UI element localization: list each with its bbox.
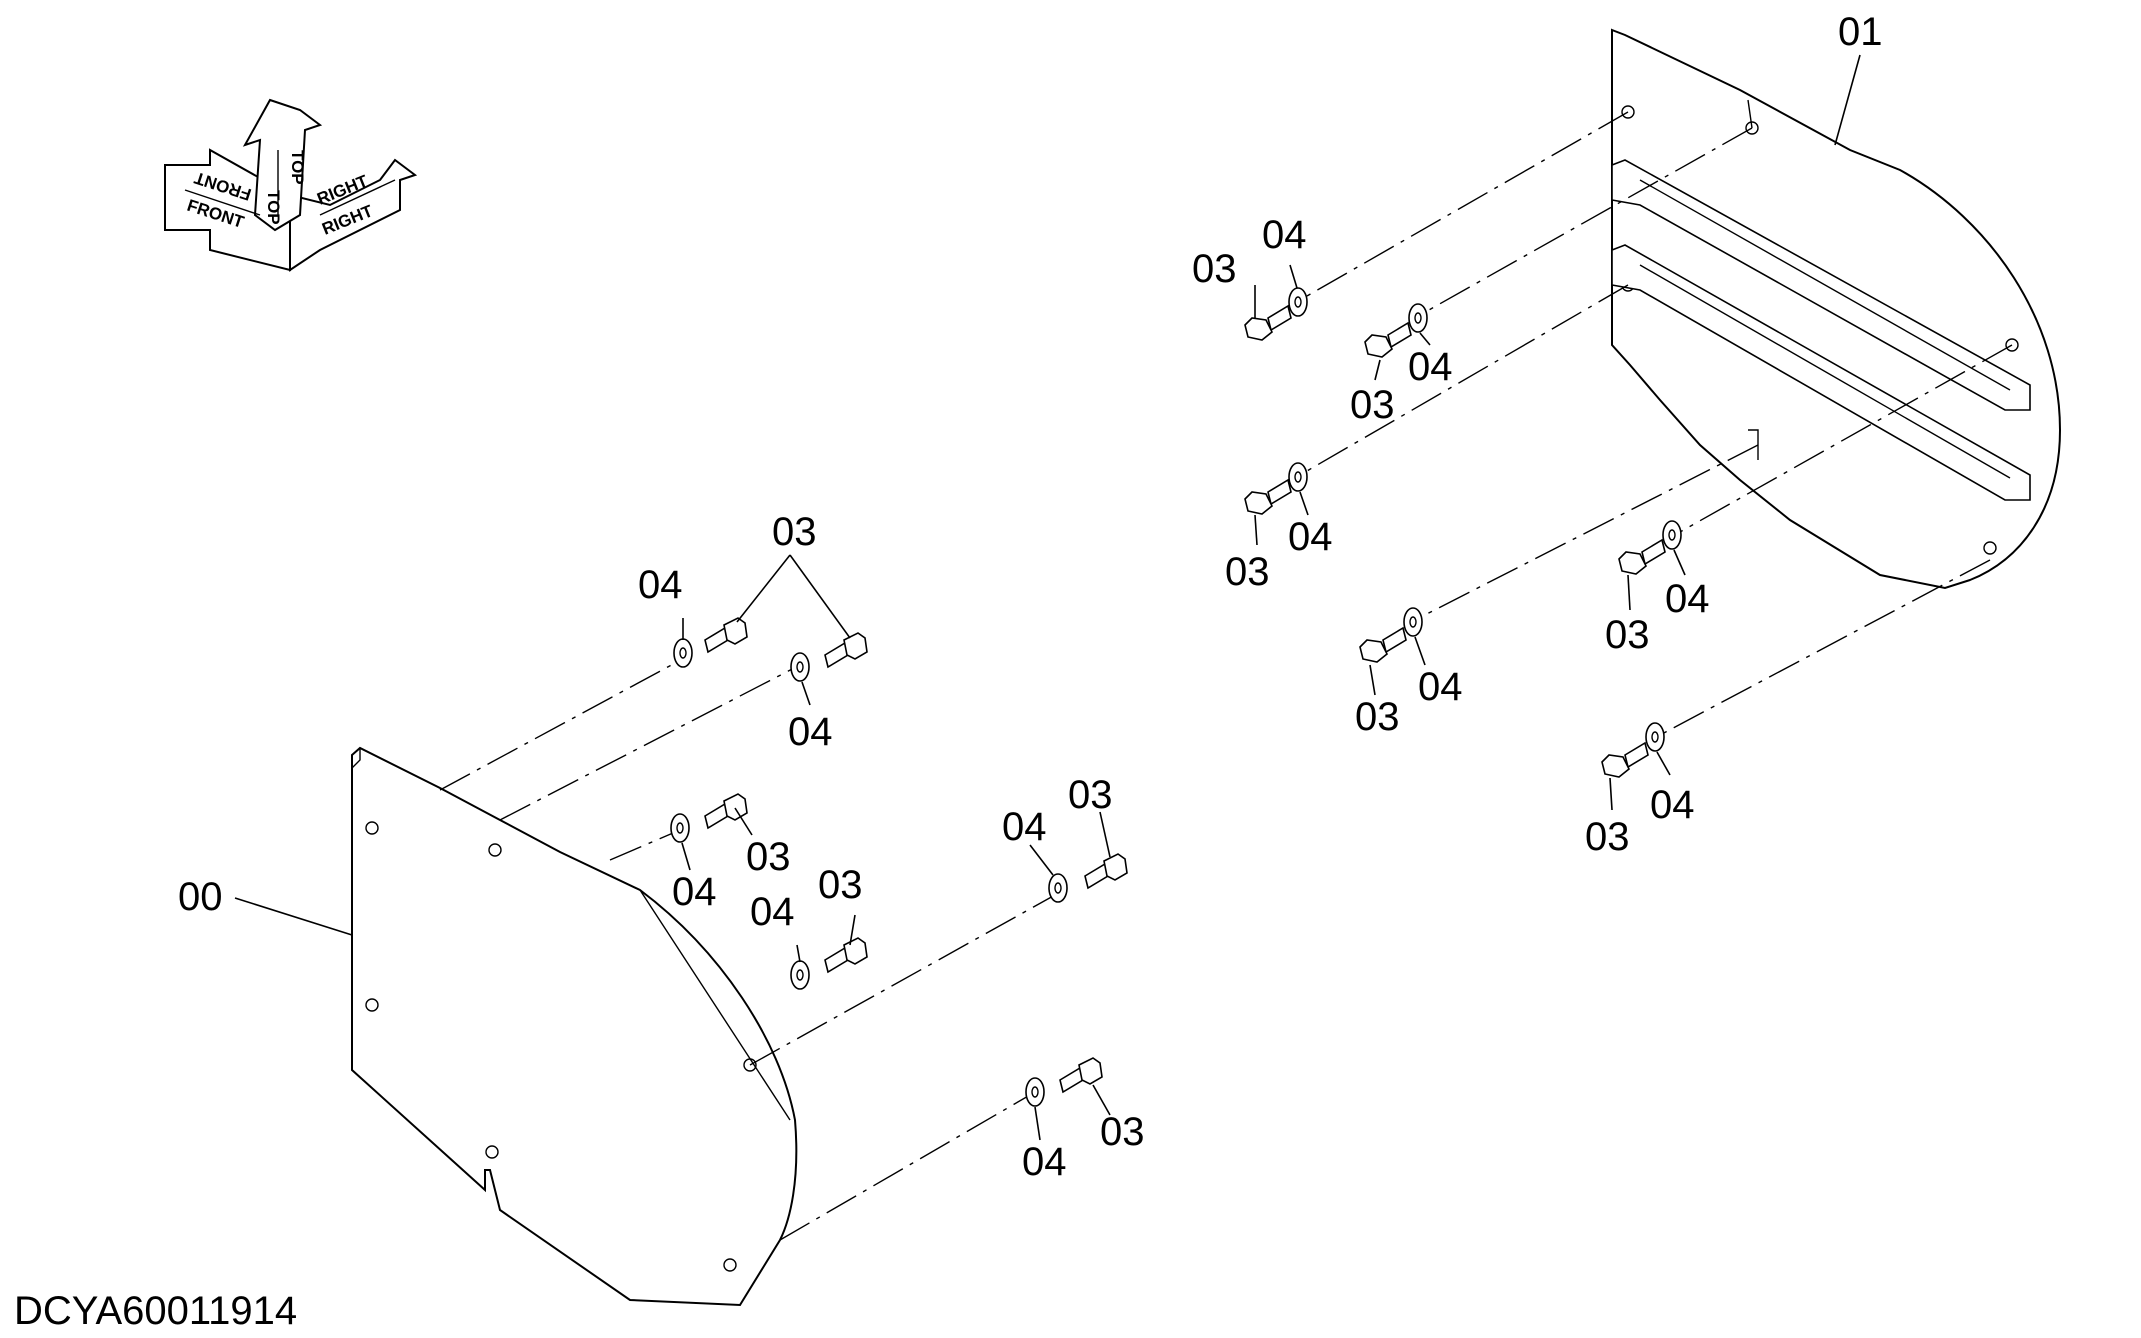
callout-03: 03: [1585, 815, 1630, 859]
callout-03: 03: [1100, 1110, 1145, 1154]
washer-icon: [1645, 722, 1665, 752]
callout-04: 04: [1408, 345, 1453, 389]
washer-icon: [790, 960, 810, 990]
callout-04: 04: [788, 710, 833, 754]
bolt-icon: [824, 937, 868, 974]
center-lines: [439, 111, 2013, 1241]
callout-04: 04: [1650, 783, 1695, 827]
washer-icon: [673, 638, 693, 668]
orientation-symbol: FRONT FRONT TOP TOP RIGHT RIGHT: [164, 98, 418, 272]
washer-icon: [1288, 287, 1308, 317]
plate-part-01: [1611, 28, 2062, 590]
bolt-icon: [1364, 321, 1412, 358]
washer-icon: [1048, 873, 1068, 903]
callout-04: 04: [1002, 805, 1047, 849]
washer-icon: [1288, 462, 1308, 492]
bolt-icon: [1244, 304, 1292, 341]
washer-icon: [1662, 520, 1682, 550]
bolt-icon: [1359, 626, 1407, 663]
callout-00: 00: [178, 875, 223, 919]
callout-04: 04: [750, 890, 795, 934]
washer-icon: [670, 813, 690, 843]
plate-part-00: [351, 746, 798, 1307]
callout-03: 03: [772, 510, 817, 554]
callout-03: 03: [746, 835, 791, 879]
orientation-top-label-2: TOP: [288, 150, 307, 185]
callout-04: 04: [1262, 213, 1307, 257]
callout-labels: 00 01 03 04 04 03 04 03 04 04 03 04 03 0…: [178, 10, 1883, 1184]
bolt-icon: [1244, 478, 1292, 515]
washers: [670, 287, 1682, 1107]
callout-04: 04: [1418, 665, 1463, 709]
callout-03: 03: [1350, 383, 1395, 427]
bolt-icon: [1084, 853, 1128, 890]
leader-lines: [234, 54, 1861, 1141]
washer-icon: [1025, 1077, 1045, 1107]
orientation-top-label: TOP: [264, 190, 283, 225]
bolt-icon: [1059, 1057, 1103, 1094]
right-arrow-icon: [289, 158, 418, 272]
callout-04: 04: [672, 870, 717, 914]
washer-icon: [1408, 303, 1428, 333]
callout-04: 04: [1022, 1140, 1067, 1184]
drawing-reference-id: DCYA60011914: [14, 1289, 297, 1333]
bolt-icon: [824, 632, 868, 669]
bolt-icon: [704, 793, 748, 830]
washer-icon: [1403, 607, 1423, 637]
callout-03: 03: [1068, 773, 1113, 817]
callout-03: 03: [1192, 247, 1237, 291]
washer-icon: [790, 652, 810, 682]
callout-04: 04: [1288, 515, 1333, 559]
bolts: [704, 304, 1666, 1094]
callout-03: 03: [818, 863, 863, 907]
callout-03: 03: [1225, 550, 1270, 594]
top-arrow-icon: [242, 98, 323, 232]
bolt-icon: [1618, 538, 1666, 575]
callout-03: 03: [1605, 613, 1650, 657]
callout-04: 04: [638, 563, 683, 607]
callout-04: 04: [1665, 577, 1710, 621]
bolt-icon: [704, 617, 748, 654]
callout-01: 01: [1838, 10, 1883, 54]
callout-03: 03: [1355, 695, 1400, 739]
bolt-icon: [1601, 741, 1649, 778]
